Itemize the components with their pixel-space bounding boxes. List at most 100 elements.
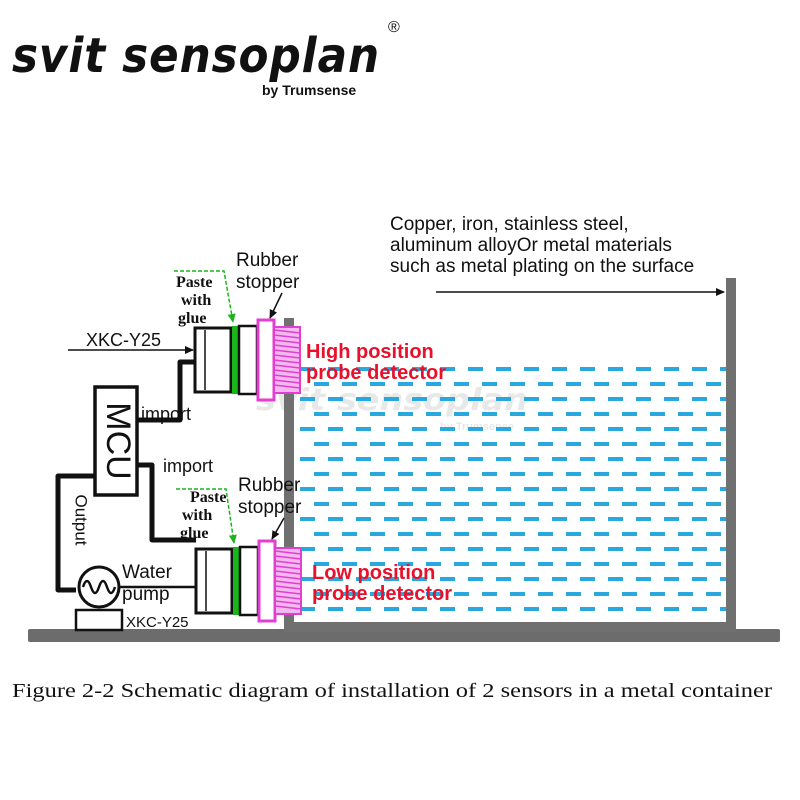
wire-mcu-to-low-sensor — [137, 462, 196, 543]
water-dash — [370, 412, 385, 416]
water-dash — [552, 577, 567, 581]
water-dash — [552, 517, 567, 521]
figure-caption: Figure 2-2 Schematic diagram of installa… — [12, 681, 773, 702]
ground-base — [28, 629, 780, 642]
water-dash — [664, 517, 679, 521]
thread-line — [274, 550, 302, 555]
water-dash — [454, 442, 469, 446]
water-dash — [314, 442, 329, 446]
water-dash — [524, 547, 539, 551]
water-dash — [580, 547, 595, 551]
import-label-top: import — [141, 404, 191, 424]
water-dash — [342, 502, 357, 506]
thread-line — [274, 555, 302, 560]
water-dash — [342, 382, 357, 386]
water-dash — [468, 607, 483, 611]
water-dash — [454, 562, 469, 566]
water-dash — [622, 502, 637, 506]
paste-glue-note-top: Paste with glue — [174, 270, 236, 327]
low-glue-band — [233, 547, 240, 615]
water-dash — [454, 472, 469, 476]
low-probe-label-2: probe detector — [312, 583, 452, 605]
water-dash — [580, 397, 595, 401]
water-dash — [440, 427, 455, 431]
watermark-registered: ® — [534, 374, 542, 385]
water-dash — [398, 592, 413, 596]
thread-line — [274, 565, 302, 570]
rubber-stopper-bottom-arrow — [271, 517, 285, 540]
water-dash — [384, 367, 399, 371]
water-dash — [650, 562, 665, 566]
water-dash — [608, 397, 623, 401]
water-dash — [482, 412, 497, 416]
high-stopper-thread-lines — [273, 329, 301, 389]
thread-line — [274, 605, 302, 610]
water-dash — [468, 517, 483, 521]
water-dash — [356, 427, 371, 431]
water-dash — [636, 577, 651, 581]
water-dash — [650, 532, 665, 536]
water-dash — [454, 592, 469, 596]
water-dash — [510, 412, 525, 416]
water-dash — [538, 382, 553, 386]
water-dash — [300, 457, 315, 461]
water-dash — [552, 367, 567, 371]
metal-materials-line-1: Copper, iron, stainless steel, — [390, 214, 629, 235]
water-dash — [482, 532, 497, 536]
water-dash — [440, 487, 455, 491]
water-dash — [622, 532, 637, 536]
water-dash — [594, 382, 609, 386]
water-dash — [356, 577, 371, 581]
water-dash — [678, 562, 693, 566]
low-sensor-body — [194, 547, 234, 615]
water-dash — [426, 412, 441, 416]
water-dash — [454, 412, 469, 416]
water-dash — [524, 397, 539, 401]
water-dash — [510, 592, 525, 596]
water-dash — [328, 547, 343, 551]
water-dash — [594, 502, 609, 506]
water-dash — [636, 547, 651, 551]
water-dash — [664, 577, 679, 581]
water-dash — [468, 427, 483, 431]
water-dash — [510, 472, 525, 476]
thread-line — [274, 575, 302, 580]
water-dash — [342, 562, 357, 566]
water-dash — [468, 457, 483, 461]
water-dash — [482, 472, 497, 476]
water-dash — [384, 577, 399, 581]
water-dash — [538, 592, 553, 596]
water-dash — [692, 427, 707, 431]
water-dash — [706, 562, 721, 566]
water-dash — [706, 592, 721, 596]
wire-mcu-to-pump — [55, 473, 95, 593]
water-dash — [342, 532, 357, 536]
water-dash — [356, 517, 371, 521]
water-dash — [440, 457, 455, 461]
rubber-stopper-bottom-line-2: stopper — [238, 497, 302, 518]
water-dash — [496, 487, 511, 491]
mcu-label: MCU — [99, 402, 137, 479]
water-dash — [496, 397, 511, 401]
thread-line — [273, 354, 301, 359]
container-floor — [284, 622, 736, 632]
sensor-model-label-top: XKC-Y25 — [86, 330, 161, 350]
high-sensor-assembly — [193, 318, 301, 402]
water-dash — [356, 487, 371, 491]
water-dash — [608, 607, 623, 611]
water-dash — [566, 592, 581, 596]
water-dash — [398, 562, 413, 566]
water-dash — [524, 577, 539, 581]
water-dash — [496, 547, 511, 551]
water-dash — [384, 427, 399, 431]
water-dash — [622, 472, 637, 476]
water-dash — [524, 517, 539, 521]
water-dash — [538, 562, 553, 566]
water-dash — [426, 502, 441, 506]
water-dash — [510, 532, 525, 536]
water-dash — [496, 427, 511, 431]
water-dash — [664, 367, 679, 371]
water-dash — [412, 577, 427, 581]
water-dash — [608, 577, 623, 581]
